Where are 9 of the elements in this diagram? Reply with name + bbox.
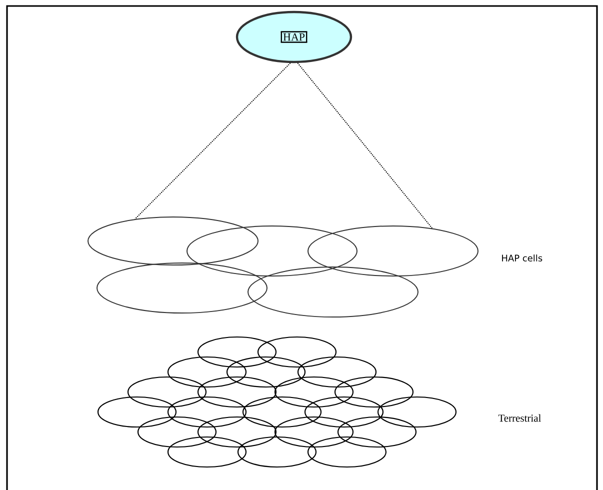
cell-ellipse bbox=[88, 216, 258, 266]
cell-ellipse bbox=[186, 226, 358, 276]
cell-ellipse bbox=[248, 266, 418, 318]
cell-ellipse bbox=[308, 226, 478, 276]
dotted-line bbox=[297, 62, 433, 229]
dotted-line bbox=[134, 62, 291, 220]
cell-ellipse bbox=[96, 262, 268, 314]
label: Terrestrial bbox=[498, 414, 541, 422]
label: HAP cells bbox=[502, 254, 542, 262]
